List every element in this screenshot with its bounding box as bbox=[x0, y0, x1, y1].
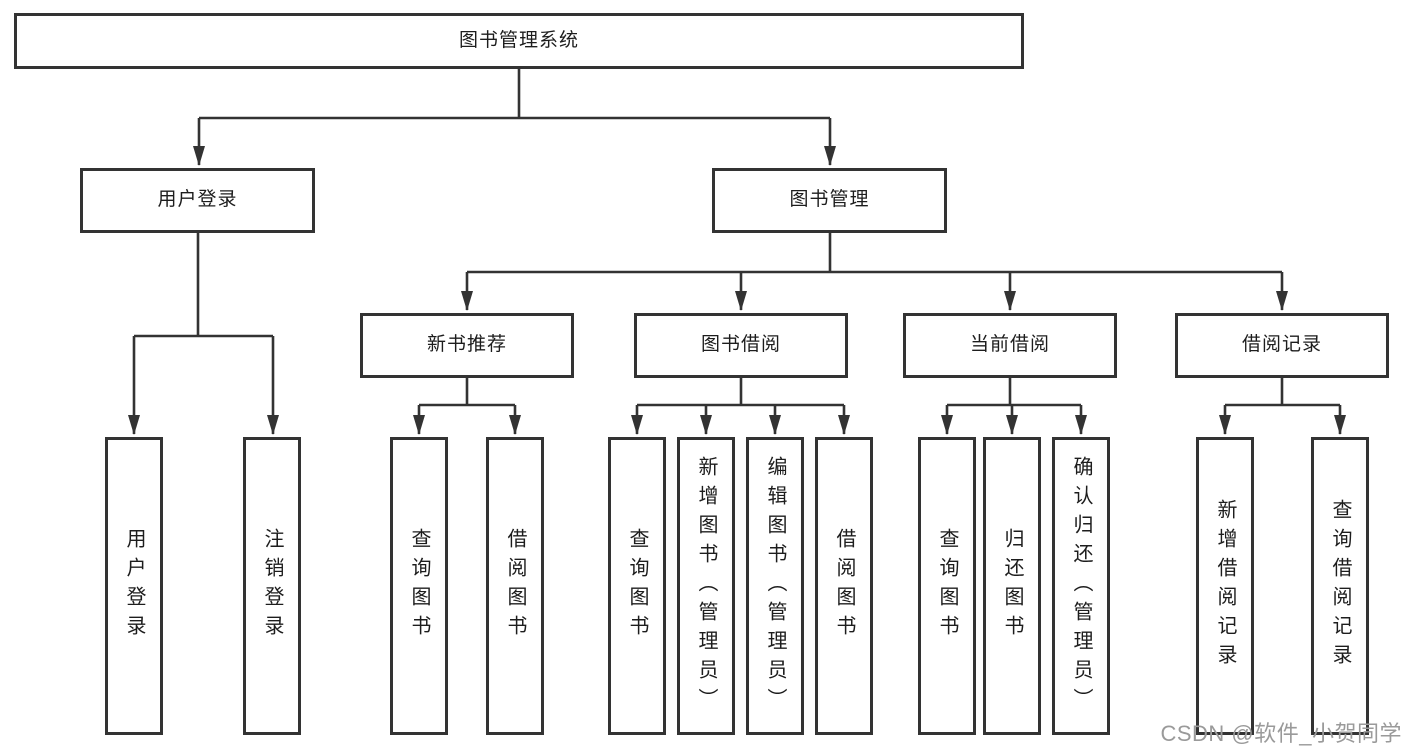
leaf-query-borrow-record: 查询借阅记录 bbox=[1311, 437, 1369, 735]
leaf-query-books-current: 查询图书 bbox=[918, 437, 976, 735]
leaf-return-books: 归还图书 bbox=[983, 437, 1041, 735]
leaf-borrow-books-borrowing: 借阅图书 bbox=[815, 437, 873, 735]
leaf-user-login: 用户登录 bbox=[105, 437, 163, 735]
leaf-confirm-return-admin: 确认归还（管理员） bbox=[1052, 437, 1110, 735]
leaf-add-borrow-record: 新增借阅记录 bbox=[1196, 437, 1254, 735]
csdn-watermark: CSDN @软件_小贺同学 bbox=[1160, 721, 1402, 746]
node-current-borrowing: 当前借阅 bbox=[903, 313, 1117, 378]
node-new-book-recommendation: 新书推荐 bbox=[360, 313, 574, 378]
node-book-borrowing: 图书借阅 bbox=[634, 313, 848, 378]
leaf-add-book-admin: 新增图书（管理员） bbox=[677, 437, 735, 735]
node-borrowing-records: 借阅记录 bbox=[1175, 313, 1389, 378]
leaf-logout: 注销登录 bbox=[243, 437, 301, 735]
leaf-query-books-recommend: 查询图书 bbox=[390, 437, 448, 735]
node-user-login: 用户登录 bbox=[80, 168, 315, 233]
leaf-borrow-books-recommend: 借阅图书 bbox=[486, 437, 544, 735]
leaf-edit-book-admin: 编辑图书（管理员） bbox=[746, 437, 804, 735]
node-library-system: 图书管理系统 bbox=[14, 13, 1024, 69]
leaf-query-books-borrowing: 查询图书 bbox=[608, 437, 666, 735]
node-book-management: 图书管理 bbox=[712, 168, 947, 233]
